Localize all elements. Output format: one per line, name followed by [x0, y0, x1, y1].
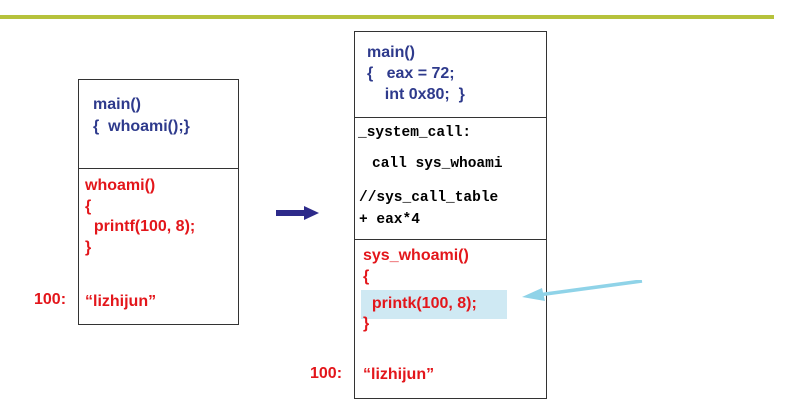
- right-memory-box: main() { eax = 72; int 0x80; } _system_c…: [354, 31, 547, 399]
- left-whoami-line-1: whoami(): [85, 177, 156, 194]
- right-main-line-1: main(): [367, 44, 415, 61]
- right-main-line-2: { eax = 72;: [367, 65, 455, 82]
- right-main-line-3: int 0x80; }: [367, 86, 465, 103]
- left-address-label: 100:: [34, 291, 67, 308]
- top-accent-line: [0, 15, 774, 19]
- sys-whoami-line-4: }: [363, 315, 370, 332]
- right-address-label: 100:: [310, 365, 343, 382]
- left-whoami-line-2: {: [85, 198, 92, 215]
- left-whoami-line-3: printf(100, 8);: [85, 218, 196, 235]
- left-main-line-2: { whoami();}: [93, 118, 190, 135]
- arrow-left-icon: [522, 280, 643, 301]
- right-main-section: main() { eax = 72; int 0x80; }: [355, 32, 546, 117]
- right-string-value: “lizhijun”: [363, 366, 435, 383]
- sys-whoami-line-3: printk(100, 8);: [363, 295, 477, 312]
- left-memory-box: main() { whoami();} whoami() { printf(10…: [78, 79, 239, 325]
- left-whoami-line-4: }: [85, 239, 92, 256]
- left-whoami-section: whoami() { printf(100, 8); } “lizhijun”: [79, 168, 238, 324]
- left-main-section: main() { whoami();}: [79, 80, 238, 168]
- system-call-line-3: //sys_call_table: [359, 190, 499, 206]
- printk-highlight: [361, 290, 507, 319]
- left-string-value: “lizhijun”: [85, 293, 157, 310]
- right-sys-whoami-section: sys_whoami() { printk(100, 8); } “lizhij…: [355, 239, 546, 398]
- left-main-line-1: main(): [93, 96, 141, 113]
- system-call-line-1: _system_call:: [358, 125, 472, 141]
- system-call-line-4: + eax*4: [359, 212, 420, 228]
- right-system-call-section: _system_call: call sys_whoami //sys_call…: [355, 117, 546, 239]
- system-call-line-2: call sys_whoami: [372, 156, 503, 172]
- arrow-right-icon: [276, 206, 319, 220]
- sys-whoami-line-1: sys_whoami(): [363, 247, 469, 264]
- sys-whoami-line-2: {: [363, 268, 370, 285]
